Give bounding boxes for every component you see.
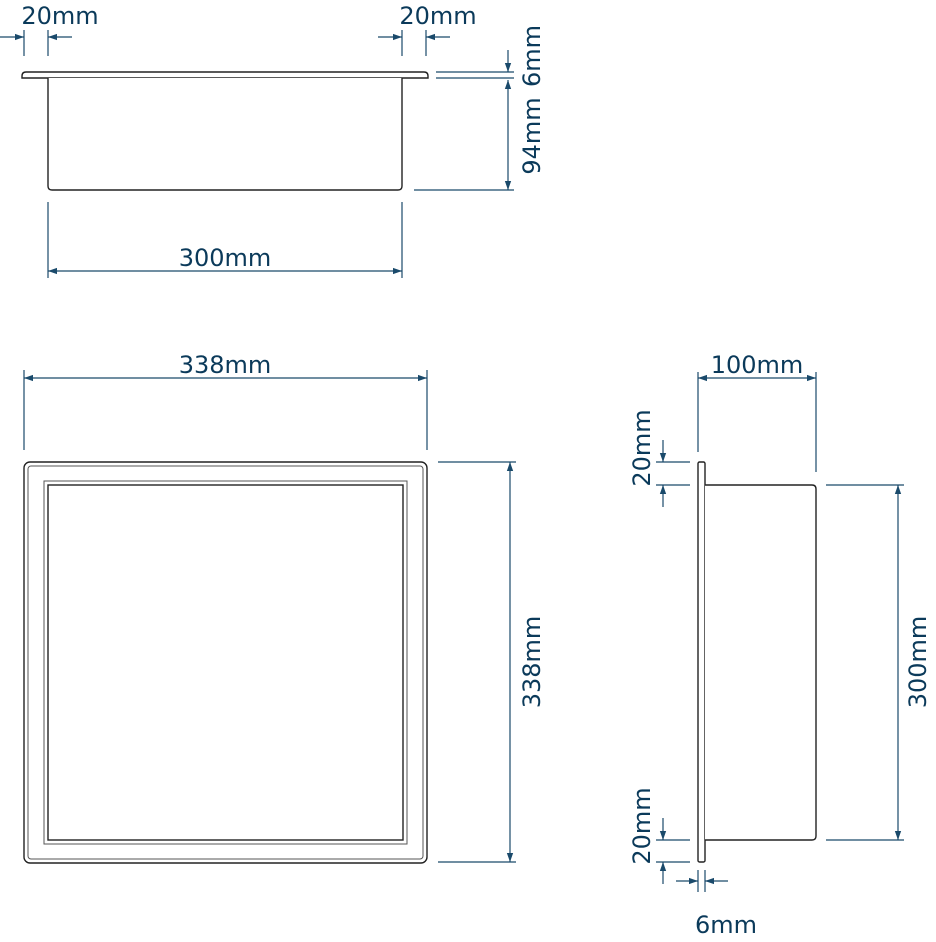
front-view: 338mm 338mm bbox=[23, 351, 546, 864]
front-view-frame-inner-line bbox=[27, 465, 424, 860]
top-view-box bbox=[47, 78, 403, 191]
top-depth-label: 94mm bbox=[518, 97, 546, 174]
side-bottom-flange-label: 20mm bbox=[628, 787, 656, 864]
side-view: 100mm 20mm 20mm 300mm 6mm bbox=[628, 351, 932, 939]
front-view-bevel bbox=[43, 480, 408, 845]
top-inner-width-label: 300mm bbox=[179, 244, 272, 272]
top-flange-thickness-label: 6mm bbox=[518, 25, 546, 87]
side-view-box bbox=[705, 484, 817, 841]
side-top-flange-label: 20mm bbox=[628, 409, 656, 486]
top-view-flange bbox=[21, 71, 429, 79]
side-flange-thickness-label: 6mm bbox=[695, 911, 757, 939]
front-height-label: 338mm bbox=[518, 616, 546, 709]
front-view-opening bbox=[47, 484, 404, 841]
side-inner-height-label: 300mm bbox=[904, 616, 932, 709]
side-view-flange bbox=[697, 461, 706, 863]
top-view: 20mm 20mm 6mm 94mm 300mm bbox=[0, 2, 546, 278]
top-left-flange-label: 20mm bbox=[21, 2, 98, 30]
side-depth-label: 100mm bbox=[711, 351, 804, 379]
front-width-label: 338mm bbox=[179, 351, 272, 379]
top-right-flange-label: 20mm bbox=[399, 2, 476, 30]
